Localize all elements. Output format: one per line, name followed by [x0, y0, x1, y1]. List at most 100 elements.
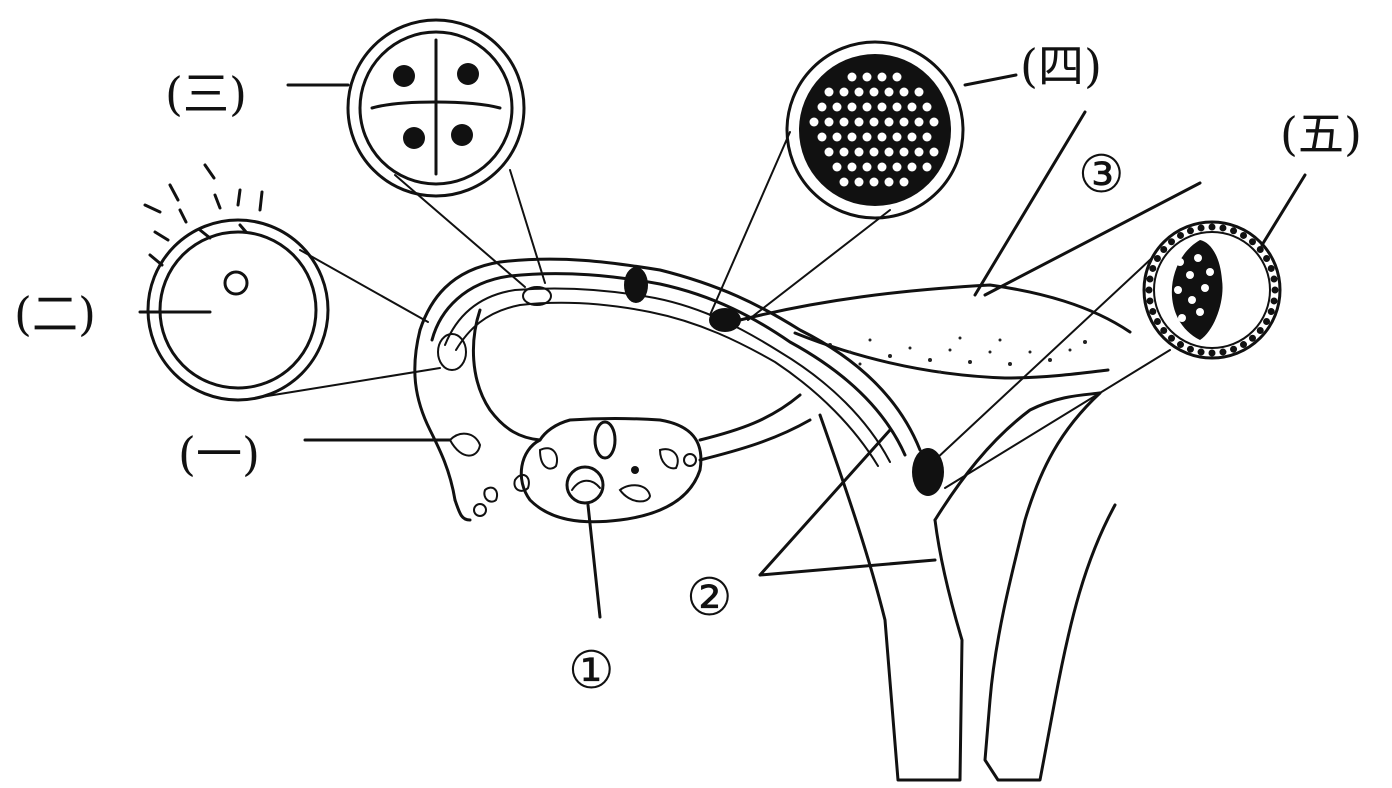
leader-stage-4 [965, 75, 1016, 85]
cell-dot [840, 88, 849, 97]
cell-dot [863, 163, 872, 172]
leader-stage-5 [1262, 175, 1305, 245]
trophoblast-dot [1177, 232, 1184, 239]
cell-dot [848, 133, 857, 142]
trophoblast-dot [1257, 246, 1264, 253]
cell-dot [848, 163, 857, 172]
trophoblast-dot [1209, 350, 1216, 357]
trophoblast-dot [1168, 335, 1175, 342]
trophoblast-dot [1230, 346, 1237, 353]
trophoblast-dot [1209, 224, 1216, 231]
cell-dot [810, 118, 819, 127]
cell-dot [893, 163, 902, 172]
trophoblast-dot [1240, 341, 1247, 348]
trophoblast-dot [1219, 224, 1226, 231]
trophoblast-dot [1160, 246, 1167, 253]
trophoblast-dot [1187, 227, 1194, 234]
icm-dot [1174, 286, 1182, 294]
trophoblast-dot [1230, 227, 1237, 234]
label-stage-1: (一) [178, 427, 260, 481]
label-part-2: ② [686, 568, 733, 628]
trophoblast-dot [1263, 255, 1270, 262]
cell-dot [893, 73, 902, 82]
trophoblast-dot [1198, 349, 1205, 356]
cell-dot [848, 103, 857, 112]
icm-dot [1188, 296, 1196, 304]
trophoblast-dot [1268, 308, 1275, 315]
trophoblast-dot [1268, 265, 1275, 272]
trophoblast-dot [1263, 318, 1270, 325]
cell-dot [848, 73, 857, 82]
four-cell-magnified [348, 20, 545, 287]
cell-dot [923, 133, 932, 142]
cell-dot [915, 88, 924, 97]
cell-dot [825, 148, 834, 157]
cell-dot [923, 103, 932, 112]
egg-in-tube [438, 334, 466, 370]
cell-dot [900, 88, 909, 97]
ovary [521, 395, 810, 522]
trophoblast-dot [1249, 238, 1256, 245]
cell-dot [885, 148, 894, 157]
trophoblast-dot [1149, 265, 1156, 272]
cell-dot [863, 133, 872, 142]
trophoblast-dot [1149, 308, 1156, 315]
morula-magnified [710, 42, 963, 320]
cell-dot [840, 148, 849, 157]
trophoblast-dot [1271, 297, 1278, 304]
cell-dot [825, 118, 834, 127]
trophoblast-dot [1154, 318, 1161, 325]
label-stage-2: (二) [14, 287, 96, 341]
trophoblast-dot [1154, 255, 1161, 262]
cell-dot [833, 133, 842, 142]
trophoblast-dot [1146, 297, 1153, 304]
cell-dot [855, 88, 864, 97]
cell-dot [840, 118, 849, 127]
trophoblast-dot [1272, 287, 1279, 294]
egg-magnified [145, 165, 440, 400]
icm-dot [1196, 308, 1204, 316]
label-stage-5: (五) [1280, 107, 1362, 161]
trophoblast-dot [1146, 276, 1153, 283]
cell-dot [885, 118, 894, 127]
cell-dot [833, 163, 842, 172]
icm-dot [1206, 268, 1214, 276]
cell-dot [840, 178, 849, 187]
cell-dot [818, 133, 827, 142]
cell-dot [818, 103, 827, 112]
blastocyst-in-tube [709, 308, 741, 332]
morula-in-tube [624, 267, 648, 303]
cell-dot [900, 178, 909, 187]
cell-dot [870, 118, 879, 127]
trophoblast-dot [1219, 349, 1226, 356]
cell-dot [915, 118, 924, 127]
oviduct [415, 259, 920, 500]
cell-dot [863, 103, 872, 112]
icm-dot [1201, 284, 1209, 292]
cell-dot [855, 118, 864, 127]
label-stage-4: (四) [1020, 39, 1102, 93]
icm-dot [1186, 271, 1194, 279]
trophoblast-dot [1198, 224, 1205, 231]
cell-dot [855, 178, 864, 187]
trophoblast-dot [1240, 232, 1247, 239]
cell-dot [870, 148, 879, 157]
cell-dot [833, 103, 842, 112]
cell-dot [908, 163, 917, 172]
cell-dot [908, 103, 917, 112]
cell-dot [900, 118, 909, 127]
cell-dot [930, 118, 939, 127]
cell-dot [885, 88, 894, 97]
cell-dot [870, 88, 879, 97]
trophoblast-dot [1177, 341, 1184, 348]
icm-dot [1178, 314, 1186, 322]
cell-dot [893, 103, 902, 112]
trophoblast-dot [1168, 238, 1175, 245]
label-part-3: ③ [1078, 145, 1125, 205]
label-stage-3: (三) [165, 67, 247, 121]
cell-dot [915, 148, 924, 157]
fimbriae [450, 434, 529, 520]
cell-dot [870, 178, 879, 187]
cell-dot [878, 103, 887, 112]
